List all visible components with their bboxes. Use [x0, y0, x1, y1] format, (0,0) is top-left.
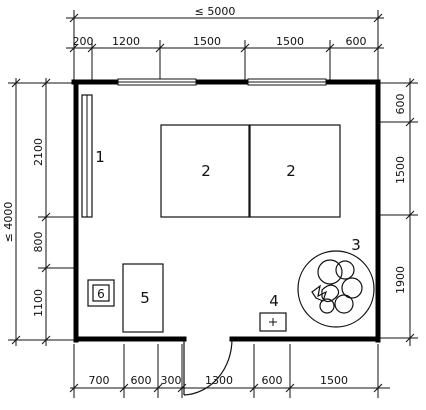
label-2a: 2: [201, 162, 211, 180]
cabinet-6: [87, 279, 115, 307]
sink-4: [259, 312, 287, 332]
top-total-dimension: ≤ 5000: [195, 5, 236, 18]
top-dimension-lines: [66, 10, 384, 80]
top-dimension-1: 200: [73, 35, 94, 48]
label-2b: 2: [286, 162, 296, 180]
left-dimension-1: 2100: [32, 138, 45, 166]
bottom-dimension-5: 600: [262, 374, 283, 387]
bottom-dimension-lines: [69, 344, 390, 398]
right-dimension-2: 1500: [394, 156, 407, 184]
top-dimension-4: 1500: [276, 35, 304, 48]
desk-5: [122, 263, 164, 333]
bottom-dimension-1: 700: [89, 374, 110, 387]
door-swing: [183, 338, 233, 396]
left-dimension-3: 1100: [32, 289, 45, 317]
label-3: 3: [351, 236, 361, 254]
beds-2: [160, 124, 341, 218]
left-dimension-lines: [8, 78, 78, 346]
top-dimension-2: 1200: [112, 35, 140, 48]
wardrobe-1: [81, 94, 93, 218]
left-dimension-2: 800: [32, 232, 45, 253]
right-dimension-1: 600: [394, 94, 407, 115]
top-dimension-3: 1500: [193, 35, 221, 48]
round-table-plant-3: [297, 250, 375, 328]
label-6: 6: [97, 287, 105, 301]
bottom-dimension-3: 300: [161, 374, 182, 387]
bottom-dimension-2: 600: [131, 374, 152, 387]
bottom-dimension-6: 1500: [320, 374, 348, 387]
label-1: 1: [95, 148, 105, 166]
top-windows: [117, 78, 327, 86]
right-dimension-3: 1900: [394, 266, 407, 294]
right-dimension-lines: [378, 78, 418, 346]
top-dimension-5: 600: [346, 35, 367, 48]
room-walls: [71, 79, 381, 343]
label-4: 4: [269, 292, 279, 310]
label-5: 5: [140, 289, 150, 307]
left-total-dimension: ≤ 4000: [2, 202, 15, 243]
